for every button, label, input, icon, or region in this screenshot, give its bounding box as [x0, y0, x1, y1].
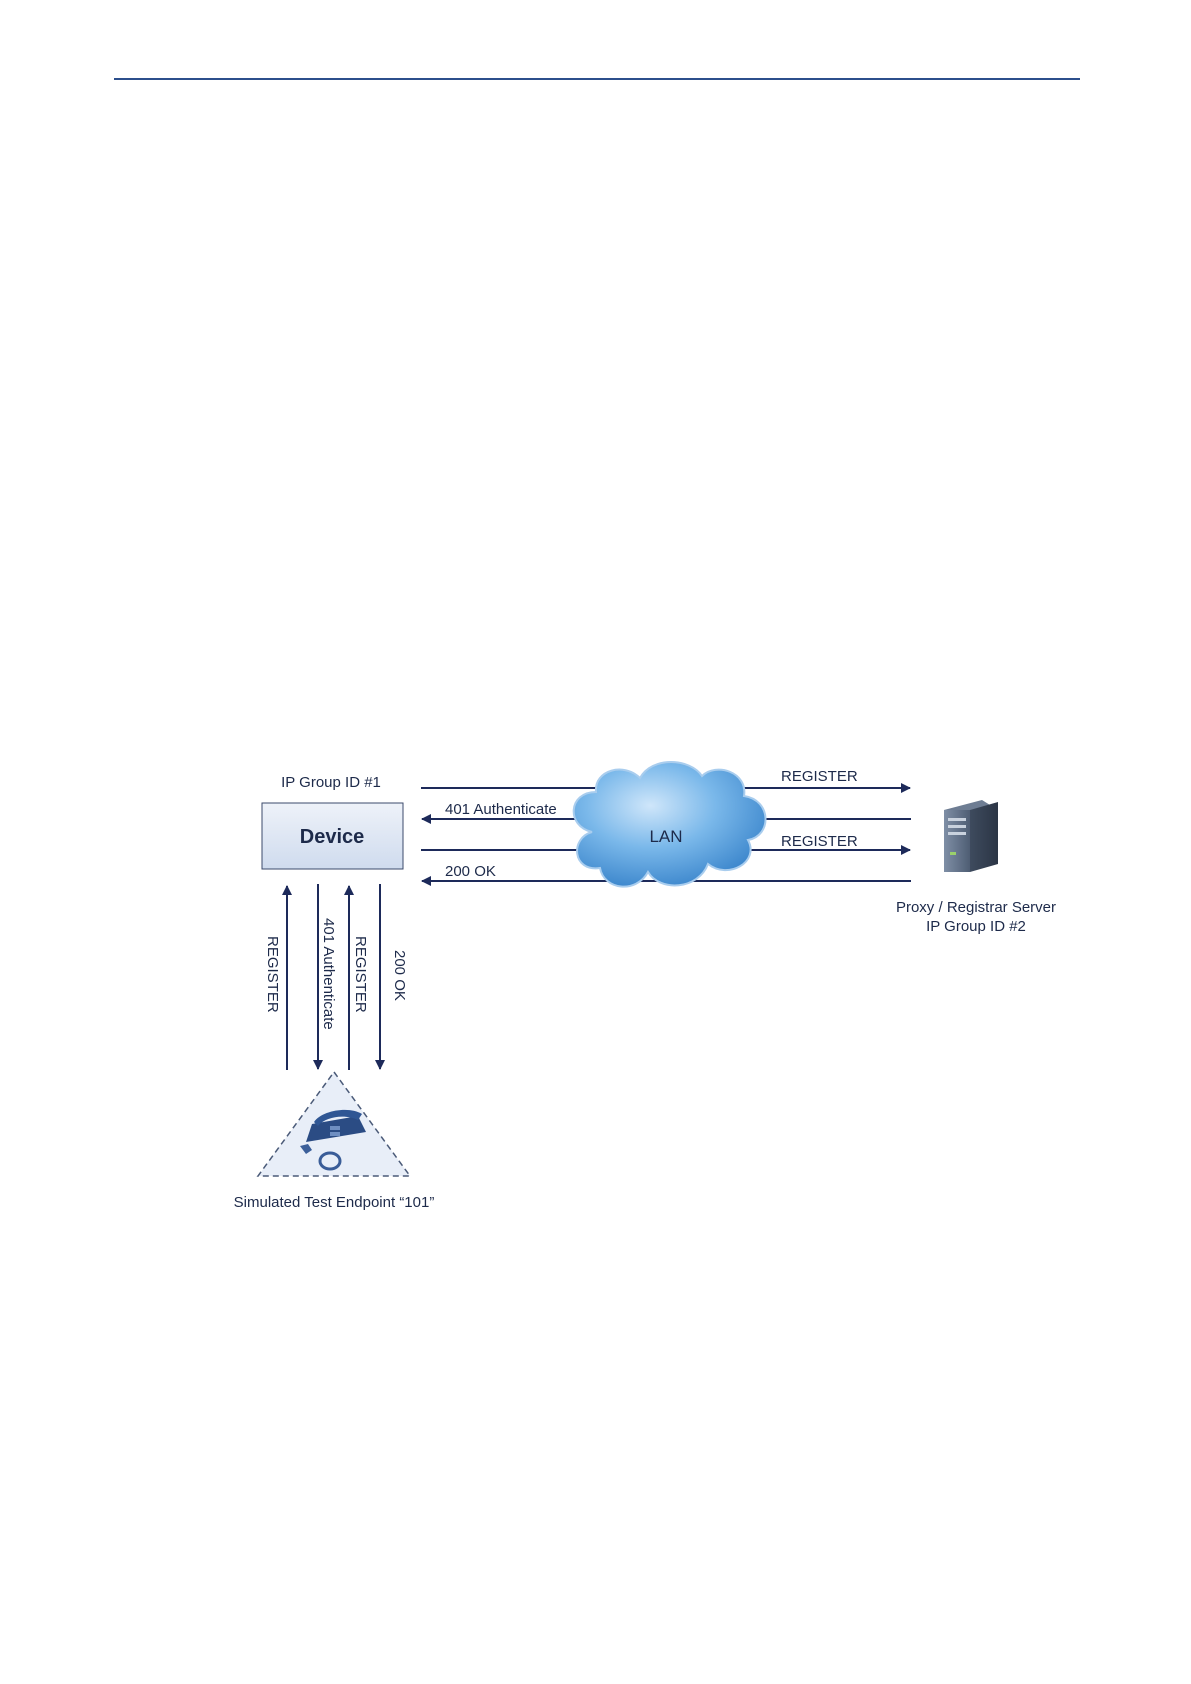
device-label: Device: [300, 826, 365, 848]
h-label-register-1: REGISTER: [781, 768, 858, 785]
v-label-200-ok: 200 OK: [391, 950, 408, 1001]
v-label-register-1: REGISTER: [264, 936, 281, 1013]
v-label-register-2: REGISTER: [352, 936, 369, 1013]
lan-label: LAN: [649, 827, 682, 846]
h-label-200-ok: 200 OK: [445, 863, 496, 880]
device-group-label: IP Group ID #1: [281, 774, 381, 791]
server-icon: [944, 800, 998, 872]
server-label-line1: Proxy / Registrar Server: [896, 899, 1056, 916]
v-label-401-authenticate: 401 Authenticate: [320, 918, 337, 1030]
lan-cloud: [574, 762, 766, 887]
h-label-401-authenticate: 401 Authenticate: [445, 801, 557, 818]
server-label-line2: IP Group ID #2: [926, 918, 1026, 935]
h-label-register-2: REGISTER: [781, 833, 858, 850]
endpoint-label: Simulated Test Endpoint “101”: [234, 1194, 435, 1211]
